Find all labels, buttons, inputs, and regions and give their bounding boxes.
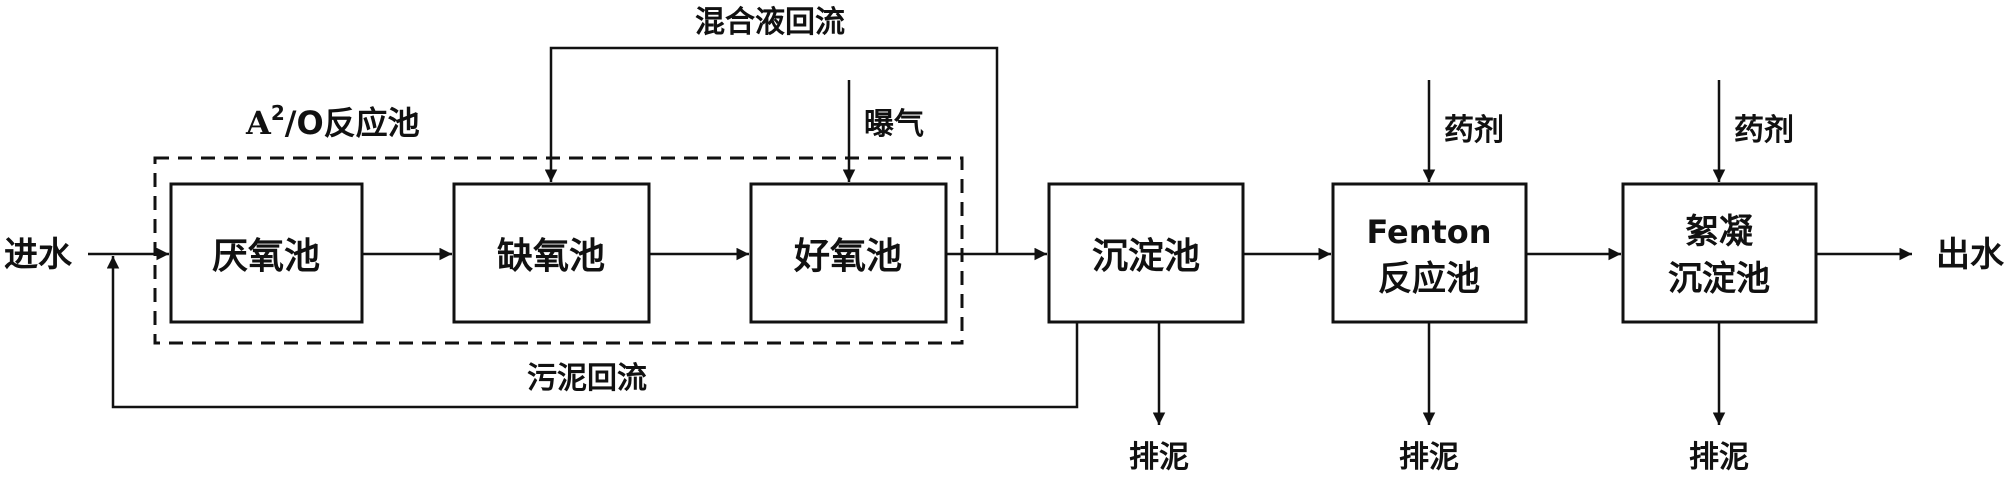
flocculation-tank-box <box>1621 182 1818 324</box>
sedimentation-tank-label: 沉淀池 <box>1092 236 1200 277</box>
influent-label: 进水 <box>4 235 73 275</box>
fenton-label-line1: Fenton <box>1366 213 1491 251</box>
anaerobic-tank-label: 厌氧池 <box>212 236 320 277</box>
aerobic-tank-label: 好氧池 <box>793 236 902 277</box>
effluent-label: 出水 <box>1936 235 2005 275</box>
dosing-label-flocculation: 药剂 <box>1734 113 1794 148</box>
aeration-label: 曝气 <box>864 107 924 142</box>
sludge-return-line <box>106 256 1079 409</box>
sludge-discharge-label-fenton: 排泥 <box>1399 440 1459 475</box>
aerobic-tank-box <box>749 182 948 324</box>
mixed-liquor-return-label: 混合液回流 <box>695 5 845 40</box>
a2o-reactor-title: A2/O反应池 <box>245 101 420 142</box>
flocculation-label-line1: 絮凝 <box>1685 212 1753 252</box>
dosing-label-fenton: 药剂 <box>1444 113 1504 148</box>
anoxic-tank-label: 缺氧池 <box>497 236 605 277</box>
sludge-discharge-label-sedimentation: 排泥 <box>1129 440 1189 475</box>
flocculation-label-line2: 沉淀池 <box>1668 259 1770 299</box>
fenton-label-line2: 反应池 <box>1378 259 1480 299</box>
fenton-reactor-box <box>1331 182 1528 324</box>
anoxic-tank-box <box>452 182 651 324</box>
sludge-return-label: 污泥回流 <box>527 361 647 396</box>
mixed-liquor-return-line <box>544 46 999 254</box>
sludge-discharge-label-flocculation: 排泥 <box>1689 440 1749 475</box>
a2o-reactor-boundary <box>153 156 964 345</box>
